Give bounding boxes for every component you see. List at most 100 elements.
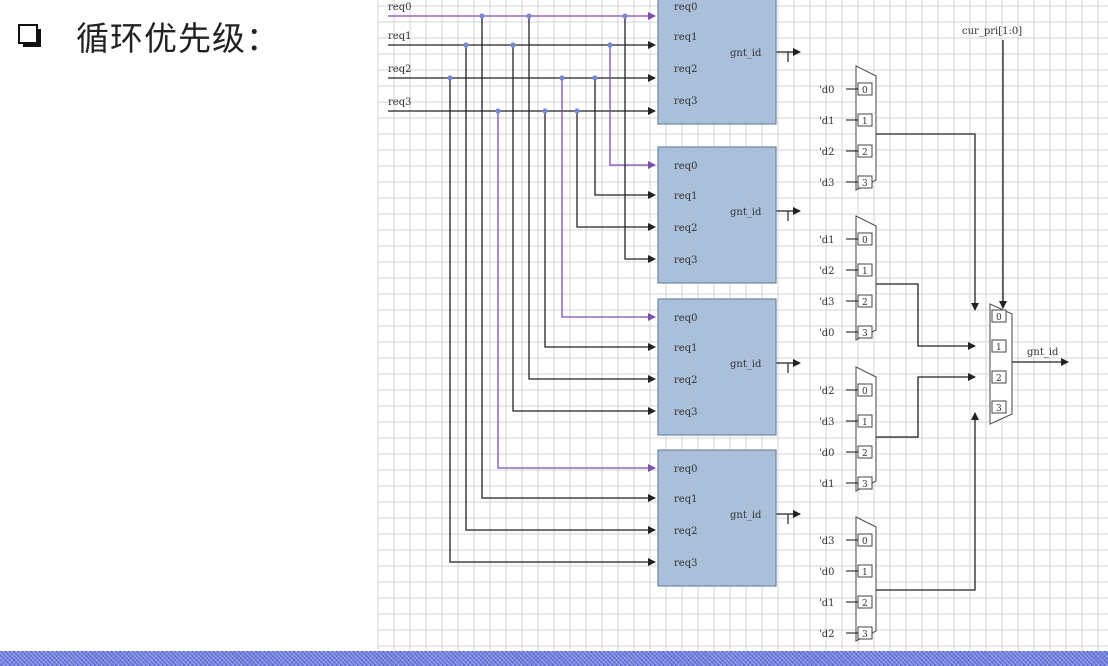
junction-dot — [607, 42, 613, 48]
junction-dot — [574, 108, 580, 114]
muxes: 0 'd0 1 'd1 2 'd2 3 'd3 0 'd1 1 'd2 2 'd3 3 'd0 0 'd2 1 'd3… — [819, 65, 1013, 642]
arbiter-output-label: gnt_id — [730, 207, 762, 218]
mux-constant-label: 'd2 — [819, 629, 835, 640]
output-mux-port-label: 1 — [996, 343, 1002, 353]
output-mux-port-box — [991, 309, 1007, 323]
junction-dot — [447, 75, 453, 81]
output-mux-port-label: 0 — [996, 313, 1002, 323]
labels: req0 req1 req2 req3 cur_pri[1:0] gnt_id — [388, 2, 1059, 358]
small-mux: 0 'd1 1 'd2 2 'd3 3 'd0 — [819, 215, 877, 341]
small-mux: 0'd31'd02'd13'd2 — [819, 516, 877, 642]
junction-dot — [463, 42, 469, 48]
arbiter-port-label-req3: req3 — [674, 558, 697, 569]
tap-wire — [481, 16, 656, 502]
mux-constant-label: 'd3 — [819, 417, 835, 428]
arbiter-port-label-req1: req1 — [674, 32, 697, 43]
mux-constant-label: 'd2 — [819, 147, 835, 158]
mux-port-label: 3 — [862, 329, 868, 339]
arbiter-port-label-req0: req0 — [674, 313, 697, 324]
mux-port-label: 1 — [862, 568, 868, 578]
mux-port-label: 1 — [862, 267, 868, 277]
junction-dot — [542, 108, 548, 114]
mux-to-output-wire — [876, 412, 979, 591]
square-bullet-icon — [18, 24, 41, 47]
small-mux: 0'd01'd12'd23'd3 — [819, 65, 877, 191]
arbiter-port-label-req0: req0 — [674, 2, 697, 13]
input-label-req0: req0 — [388, 2, 411, 13]
mux-constant-label: 'd3 — [819, 178, 835, 189]
arbiter-output-label: gnt_id — [730, 510, 762, 521]
output-mux-port-box — [991, 339, 1007, 353]
mux-constant-label: 'd1 — [819, 479, 835, 490]
junction-dot — [479, 13, 485, 19]
arbiter-port-label-req1: req1 — [674, 494, 697, 505]
mux-port-label: 2 — [862, 298, 868, 308]
arbiter-output-label: gnt_id — [730, 48, 762, 59]
input-label-req2: req2 — [388, 64, 411, 75]
select-label: cur_pri[1:0] — [962, 26, 1022, 37]
mux-constant-label: 'd3 — [819, 536, 835, 547]
arbiter-port-label-req2: req2 — [674, 223, 697, 234]
mux-constant-label: 'd1 — [819, 598, 835, 609]
tap-wire — [576, 111, 656, 231]
mux-constant-label: 'd0 — [819, 328, 835, 339]
junction-dot — [592, 75, 598, 81]
arbiter-blocks: req0 req1 req2 req3 gnt_id req0 req1 req2 req3 gn… — [657, 0, 777, 587]
mux-constant-label: 'd2 — [819, 386, 835, 397]
tap-wire — [449, 78, 656, 566]
arbiter-port-label-req3: req3 — [674, 255, 697, 266]
mux-constant-label: 'd3 — [819, 297, 835, 308]
mux-port-label: 3 — [862, 480, 868, 490]
output-mux-port-box — [991, 400, 1007, 414]
arbiter-port-label-req0: req0 — [674, 464, 697, 475]
junction-dot — [526, 13, 532, 19]
tap-wire — [465, 45, 656, 534]
slide-title: 循环优先级： — [76, 19, 280, 58]
arbiter-port-label-req0: req0 — [674, 161, 697, 172]
mux-constant-label: 'd0 — [819, 85, 835, 96]
input-label-req3: req3 — [388, 97, 411, 108]
junction-dot — [510, 42, 516, 48]
mux-port-label: 2 — [862, 449, 868, 459]
small-mux-body — [855, 215, 877, 341]
wires — [388, 12, 1069, 591]
arbiter-port-label-req3: req3 — [674, 96, 697, 107]
footer-band — [0, 651, 1108, 666]
small-mux: 0'd21'd32'd03'd1 — [819, 366, 877, 492]
output-mux-port-label: 3 — [996, 404, 1002, 414]
arbiter-port-label-req2: req2 — [674, 375, 697, 386]
arbiter-block-body — [657, 449, 777, 587]
tap-wire — [528, 16, 656, 383]
arbiter-port-label-req3: req3 — [674, 407, 697, 418]
mux-constant-label: 'd2 — [819, 266, 835, 277]
arbiter-block-body — [657, 298, 777, 436]
arbiter-port-label-req1: req1 — [674, 343, 697, 354]
tap-wire — [512, 45, 656, 415]
mux-port-label: 2 — [862, 599, 868, 609]
mux-constant-label: 'd1 — [819, 235, 835, 246]
input-label-req1: req1 — [388, 31, 411, 42]
junction-dot — [622, 13, 628, 19]
mux-port-label: 0 — [862, 86, 868, 96]
output-mux: 0 1 2 3 — [989, 303, 1013, 425]
output-mux-port-label: 2 — [996, 374, 1002, 384]
tap-wire — [594, 78, 656, 199]
arbiter-block: req0 req1 req2 req3 gnt_id — [657, 0, 777, 125]
tap-wire — [609, 45, 656, 169]
arbiter-port-label-req2: req2 — [674, 64, 697, 75]
mux-constant-label: 'd0 — [819, 448, 835, 459]
mux-port-label: 0 — [862, 387, 868, 397]
junction-dot — [495, 108, 501, 114]
small-mux-body — [855, 366, 877, 492]
mux-to-output-wire — [876, 133, 979, 311]
small-mux-body — [855, 65, 877, 191]
mux-constant-label: 'd1 — [819, 116, 835, 127]
mux-port-label: 0 — [862, 236, 868, 246]
tap-wire — [544, 111, 656, 351]
small-mux-body — [855, 516, 877, 642]
mux-port-label: 2 — [862, 148, 868, 158]
